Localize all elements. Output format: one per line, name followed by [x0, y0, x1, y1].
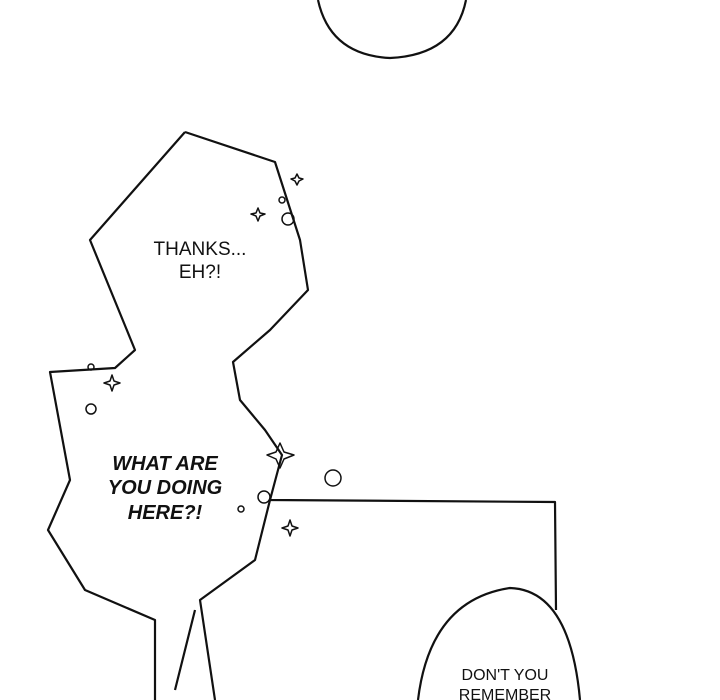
dialogue-line: REMEMBER — [458, 686, 552, 700]
thanks-bubble-text: THANKS... EH?! — [130, 238, 270, 284]
shout-bubble-text: WHAT ARE YOU DOING HERE?! — [80, 452, 250, 525]
remember-bubble-outline — [416, 586, 582, 700]
dialogue-line: THANKS... — [153, 239, 247, 260]
dialogue-line: YOU DOING — [107, 477, 223, 500]
remember-bubble-text: DON'T YOU REMEMBER — [430, 666, 580, 700]
dialogue-line: DON'T YOU — [461, 667, 549, 684]
shout-bubble-right — [173, 499, 272, 700]
thanks-bubble-outline — [184, 130, 558, 611]
dialogue-line: HERE?! — [127, 501, 203, 524]
sparkle-icons — [85, 173, 342, 537]
moon-bubble — [316, 0, 468, 60]
dialogue-line: EH?! — [178, 262, 222, 284]
dialogue-line: WHAT ARE — [112, 453, 218, 475]
shout-bubble-outline — [46, 131, 186, 700]
